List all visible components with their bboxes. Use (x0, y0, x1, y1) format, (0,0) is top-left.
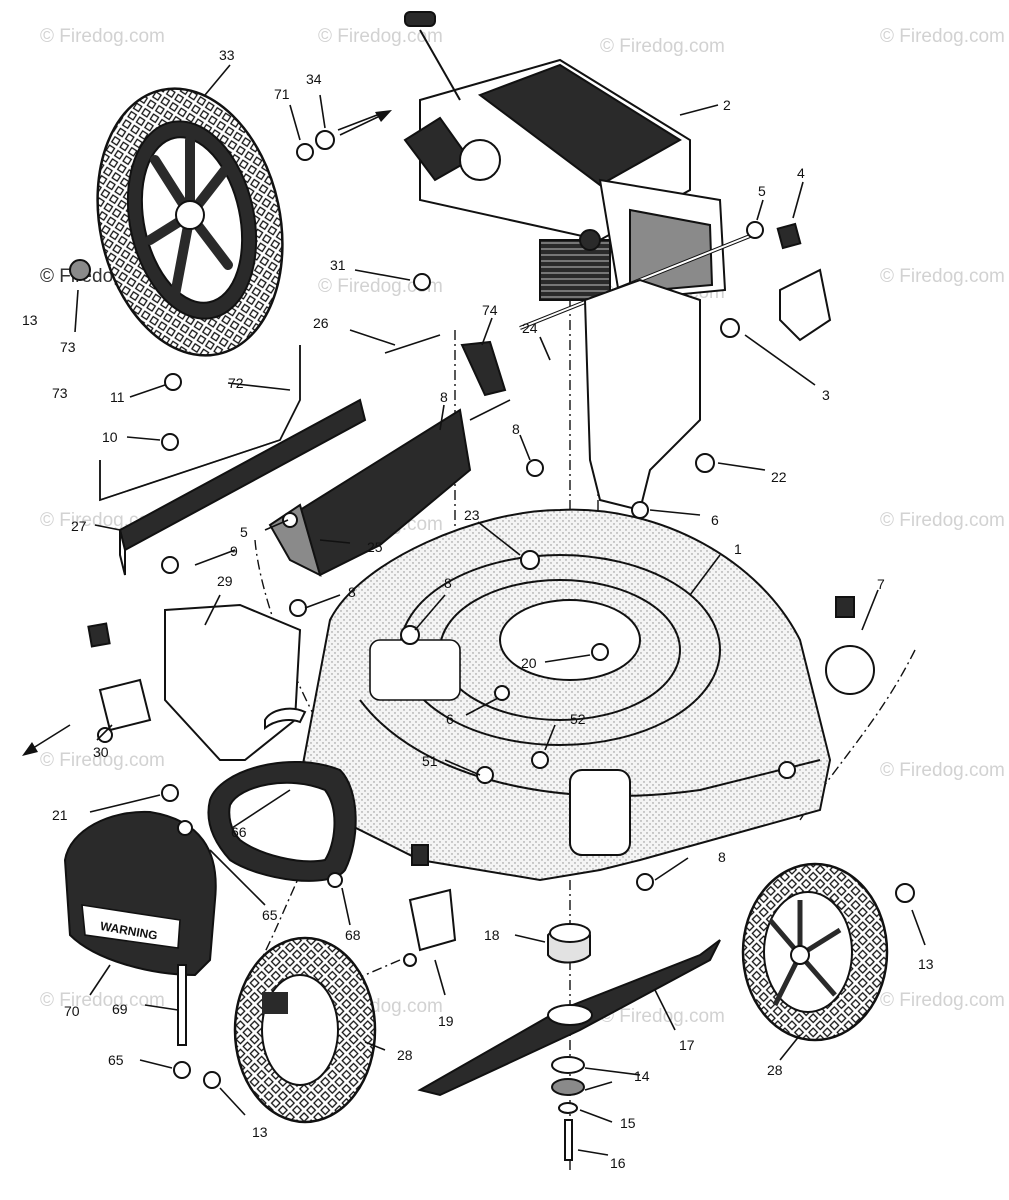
height-adjuster-plate-left (164, 603, 302, 761)
watermark: © Firedog.com (880, 990, 1005, 1011)
callout-52: 52 (570, 711, 586, 727)
callout-2: 2 (723, 97, 731, 113)
callout-7: 7 (877, 576, 885, 592)
callout-26: 26 (313, 315, 329, 331)
watermark: © Firedog.com (40, 26, 165, 47)
callout-67: 6 (446, 711, 454, 727)
callout-5: 5 (758, 183, 766, 199)
callout-19: 19 (438, 1013, 454, 1029)
callout-51: 51 (422, 753, 438, 769)
watermark: © Firedog.com (318, 26, 443, 47)
callout-22: 22 (771, 469, 787, 485)
watermark: © Firedog.com (600, 1006, 725, 1027)
watermark: © Firedog.com (880, 510, 1005, 531)
watermark: © Firedog.com (880, 760, 1005, 781)
callout-25: 25 (367, 539, 383, 555)
callout-20: 20 (521, 655, 537, 671)
watermark: © Firedog.com (880, 26, 1005, 47)
engine (403, 11, 727, 302)
callout-6: 6 (711, 512, 719, 528)
callout-17: 17 (679, 1037, 695, 1053)
blade-assembly (417, 923, 721, 1161)
callout-21: 21 (52, 807, 68, 823)
leader-lines (74, 64, 926, 1156)
callout-9: 9 (230, 543, 238, 559)
callout-5: 5 (240, 524, 248, 540)
rear-wheel-large (96, 87, 284, 357)
height-adjuster-plate-right (583, 278, 701, 512)
callout-4: 4 (797, 165, 805, 181)
callout-1: 1 (734, 541, 742, 557)
callout-11: 11 (110, 389, 125, 405)
callout-68: 68 (345, 927, 361, 943)
callout-33: 33 (219, 47, 235, 63)
callout-31: 31 (330, 257, 346, 273)
callout-14: 14 (634, 1068, 650, 1084)
watermark: © Firedog.com (40, 990, 165, 1011)
callout-3: 3 (822, 387, 830, 403)
callout-8: 8 (440, 389, 448, 405)
callout-29: 29 (217, 573, 233, 589)
callout-74: 74 (482, 302, 498, 318)
callout-70: 70 (64, 1003, 80, 1019)
callout-13: 13 (252, 1124, 268, 1140)
height-levers (87, 222, 875, 952)
callout-73: 73 (60, 339, 76, 355)
callout-10: 10 (102, 429, 118, 445)
watermark: © Firedog.com (600, 36, 725, 57)
callout-65: 65 (262, 907, 278, 923)
hardware (69, 130, 915, 1089)
rear-baffle (118, 398, 472, 577)
front-wheel-left (233, 936, 377, 1124)
callout-65: 65 (108, 1052, 124, 1068)
callout-66: 66 (231, 824, 247, 840)
callout-23: 23 (464, 507, 480, 523)
callout-16: 16 (610, 1155, 626, 1171)
callout-8: 8 (348, 584, 356, 600)
callout-71: 71 (274, 86, 290, 102)
callout-8: 8 (512, 421, 520, 437)
callout-28: 28 (767, 1062, 783, 1078)
callout-labels: 33 71 34 2 4 5 3 22 6 1 7 31 26 74 24 8 … (22, 47, 934, 1171)
callout-28: 28 (397, 1047, 413, 1063)
discharge-chute: WARNING (63, 761, 357, 1046)
callout-24: 24 (522, 320, 538, 336)
callout-13: 13 (918, 956, 934, 972)
callout-73: 73 (52, 385, 68, 401)
watermark: © Firedog.com (40, 750, 165, 771)
rear-wheel-right (741, 862, 889, 1042)
callout-15: 15 (620, 1115, 636, 1131)
callout-8: 8 (718, 849, 726, 865)
callout-18: 18 (484, 927, 500, 943)
watermark: © Firedog.com (880, 266, 1005, 287)
watermark: © Firedog.com (318, 276, 443, 297)
callout-27: 27 (71, 518, 87, 534)
callout-72: 72 (228, 375, 244, 391)
direction-arrows (22, 110, 392, 756)
mower-deck (298, 508, 832, 882)
callout-69: 69 (112, 1001, 128, 1017)
callout-13: 13 (22, 312, 38, 328)
callout-8: 8 (444, 575, 452, 591)
callout-34: 34 (306, 71, 322, 87)
callout-30: 30 (93, 744, 109, 760)
